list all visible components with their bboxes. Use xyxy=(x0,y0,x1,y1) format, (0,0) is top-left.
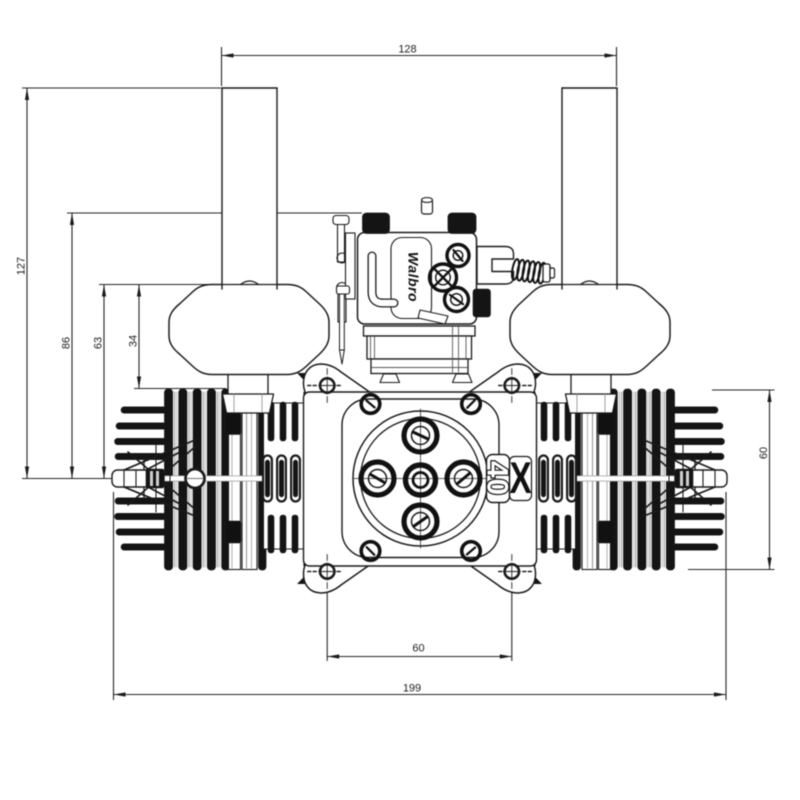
choke-spring xyxy=(510,258,556,285)
dim-label-199: 199 xyxy=(403,683,421,695)
dim-label-34: 34 xyxy=(128,335,140,347)
carburetor-brand-text: Walbro xyxy=(406,252,422,302)
throttle-linkage xyxy=(332,214,356,365)
engine-assembly: Walbro 40 X xyxy=(111,86,729,595)
dim-label-86: 86 xyxy=(61,337,73,349)
carburetor xyxy=(332,197,556,384)
dimension-lines xyxy=(24,53,772,697)
exhaust-pipe-left xyxy=(221,87,278,290)
dim-label-60-bottom: 60 xyxy=(412,643,424,655)
model-number-badge: 40 xyxy=(479,460,514,498)
logo-x-text: X xyxy=(509,453,531,503)
carb-spacer-stack xyxy=(362,325,476,384)
model-number-text: 40 xyxy=(481,461,514,496)
exhaust-stub-left xyxy=(221,369,275,414)
dim-label-63: 63 xyxy=(93,337,105,349)
spark-plug-left xyxy=(111,468,165,489)
dimension-labels: 128 127 86 63 34 60 60 199 xyxy=(16,44,771,695)
dim-label-60-right: 60 xyxy=(758,447,770,459)
muffler-left xyxy=(168,283,330,376)
dim-label-128: 128 xyxy=(398,44,416,56)
dim-label-127: 127 xyxy=(16,257,28,275)
cylinder-base-left xyxy=(262,401,304,554)
crankcase xyxy=(302,368,538,589)
carburetor-body xyxy=(356,197,478,325)
fin-hole-left xyxy=(184,467,206,490)
dimension-extension-lines xyxy=(22,47,775,700)
